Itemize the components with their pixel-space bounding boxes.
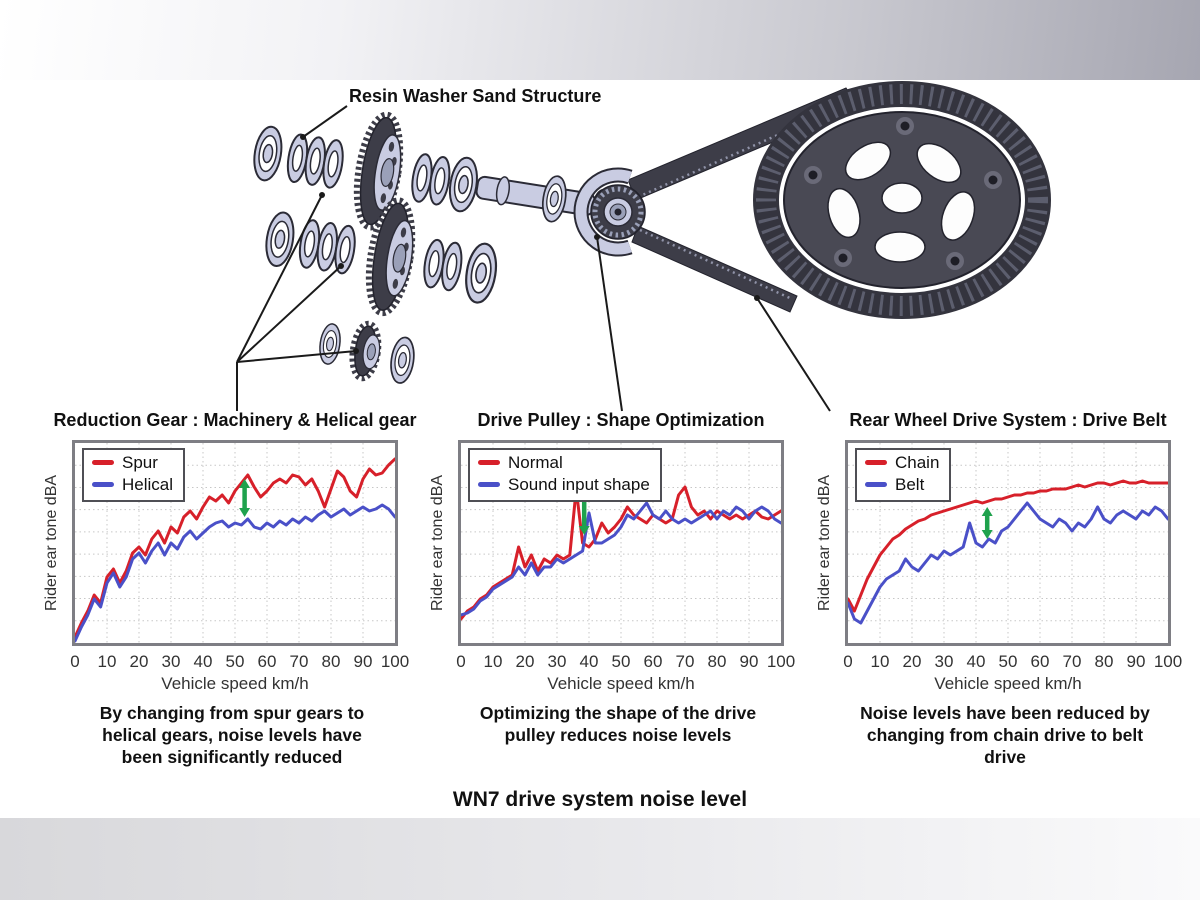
callout-top-gear <box>236 194 323 363</box>
callout-small-gear <box>236 350 357 363</box>
legend-swatch-belt <box>865 482 887 488</box>
legend-item: Normal <box>478 452 650 473</box>
callout-to-chart2 <box>596 236 623 412</box>
drive-pulley <box>573 167 646 257</box>
x-tick: 100 <box>1153 652 1183 671</box>
legend-item: Belt <box>865 474 939 495</box>
chart-drive-pulley: Drive Pulley : Shape Optimization Rider … <box>429 410 796 746</box>
x-tick: 40 <box>579 652 599 671</box>
resin-washer-label: Resin Washer Sand Structure <box>349 86 602 106</box>
top-gradient-bar <box>0 0 1200 80</box>
x-tick: 80 <box>707 652 727 671</box>
legend-label: Sound input shape <box>508 475 650 495</box>
x-tick: 20 <box>902 652 922 671</box>
x-axis-ticks: 0 10 20 30 40 50 60 70 80 90 100 <box>70 652 409 672</box>
legend-label: Spur <box>122 453 158 472</box>
x-tick: 100 <box>766 652 796 671</box>
x-axis-label: Vehicle speed km/h <box>934 674 1082 693</box>
x-tick: 30 <box>547 652 567 671</box>
legend-item: Helical <box>92 474 173 495</box>
chart-caption: By changing from spur gears to helical g… <box>99 703 365 768</box>
x-tick: 100 <box>380 652 410 671</box>
chart-rear-wheel-drive: Rear Wheel Drive System : Drive Belt Rid… <box>816 410 1183 768</box>
legend-label: Helical <box>122 475 174 495</box>
legend-swatch-normal <box>478 460 500 466</box>
bottom-gradient-bar <box>0 818 1200 900</box>
x-tick: 60 <box>643 652 663 671</box>
chart-title: Reduction Gear : Machinery & Helical gea… <box>53 410 417 430</box>
x-tick: 60 <box>1030 652 1050 671</box>
x-tick: 90 <box>353 652 373 671</box>
chart-caption: Noise levels have been reduced by changi… <box>860 703 1150 768</box>
callout-resin-washer <box>302 105 348 138</box>
x-tick: 40 <box>193 652 213 671</box>
x-axis-label: Vehicle speed km/h <box>547 674 695 693</box>
legend-label: Normal <box>508 453 563 472</box>
x-tick: 60 <box>257 652 277 671</box>
x-tick: 30 <box>934 652 954 671</box>
legend-label: Belt <box>895 475 925 495</box>
legend-swatch-helical <box>92 482 114 488</box>
chart-title: Rear Wheel Drive System : Drive Belt <box>849 410 1167 430</box>
callout-lines <box>236 105 831 412</box>
drive-system-diagram <box>236 81 1051 412</box>
main-title: WN7 drive system noise level <box>452 788 748 811</box>
rear-wheel-pulley <box>753 81 1051 319</box>
legend-swatch-sound-input-shape <box>478 482 500 488</box>
x-tick: 70 <box>1062 652 1082 671</box>
callout-to-chart3 <box>756 297 831 412</box>
x-tick: 70 <box>675 652 695 671</box>
x-tick: 80 <box>1094 652 1114 671</box>
x-tick: 10 <box>483 652 503 671</box>
legend-item: Spur <box>92 452 173 473</box>
x-tick: 20 <box>129 652 149 671</box>
legend-swatch-chain <box>865 460 887 466</box>
x-tick: 30 <box>161 652 181 671</box>
x-tick: 50 <box>998 652 1018 671</box>
pinion-gear <box>349 320 382 382</box>
x-tick: 90 <box>1126 652 1146 671</box>
x-tick: 0 <box>70 652 80 671</box>
legend-item: Chain <box>865 452 939 473</box>
pinion-gear-assembly <box>316 320 418 386</box>
x-tick: 10 <box>97 652 117 671</box>
x-tick: 0 <box>843 652 853 671</box>
legend-label: Chain <box>895 453 940 472</box>
x-axis-ticks: 0 10 20 30 40 50 60 70 80 90 100 <box>456 652 795 672</box>
x-axis-label: Vehicle speed km/h <box>161 674 309 693</box>
x-tick: 70 <box>289 652 309 671</box>
legend-swatch-spur <box>92 460 114 466</box>
x-tick: 90 <box>739 652 759 671</box>
x-tick: 40 <box>966 652 986 671</box>
callout-middle-gear <box>236 265 342 363</box>
x-tick: 10 <box>870 652 890 671</box>
x-axis-ticks: 0 10 20 30 40 50 60 70 80 90 100 <box>843 652 1182 672</box>
x-tick: 80 <box>321 652 341 671</box>
pulley-bolts <box>804 117 1002 270</box>
x-tick: 20 <box>515 652 535 671</box>
x-tick: 0 <box>456 652 466 671</box>
legend-item: Sound input shape <box>478 474 650 495</box>
chart-reduction-gear: Reduction Gear : Machinery & Helical gea… <box>43 410 417 768</box>
chart-caption: Optimizing the shape of the drive pulley… <box>479 703 757 746</box>
x-tick: 50 <box>225 652 245 671</box>
x-tick: 50 <box>611 652 631 671</box>
chart-title: Drive Pulley : Shape Optimization <box>477 410 765 430</box>
